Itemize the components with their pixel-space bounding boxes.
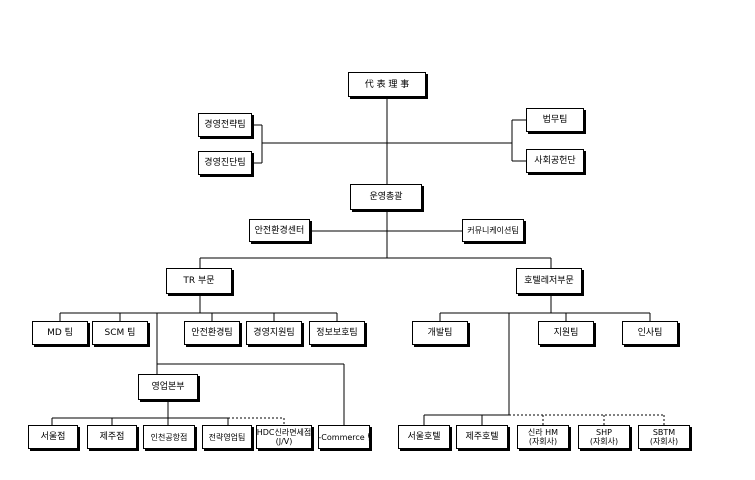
safety-env-team-box: 안전환경팀 bbox=[184, 321, 240, 345]
overseas-sales-team-box: 전략영업팀 bbox=[202, 425, 252, 449]
hotel-leisure-division-box: 호텔레저부문 bbox=[516, 268, 582, 294]
hr-team-box: 인사팀 bbox=[622, 321, 678, 345]
support-team-box: 지원팀 bbox=[538, 321, 594, 345]
jeju-hotel-box: 제주호텔 bbox=[456, 425, 508, 449]
shilla-hm-box: 신라 HM (자회사) bbox=[517, 425, 569, 449]
legal-team-box: 법무팀 bbox=[526, 108, 584, 132]
development-team-box: 개발팀 bbox=[412, 321, 468, 345]
strategy-team-box: 경영전략팀 bbox=[198, 113, 252, 137]
hdc-jv-box: HDC신라면세점 (J/V) bbox=[256, 425, 312, 449]
ecommerce-team-box: E-Commerce 팀 bbox=[318, 425, 370, 449]
operations-head-box: 운영총괄 bbox=[350, 184, 422, 210]
seoul-hotel-box: 서울호텔 bbox=[398, 425, 450, 449]
communication-team-box: 커뮤니케이션팀 bbox=[462, 219, 524, 242]
jeju-store-box: 제주점 bbox=[87, 425, 137, 449]
md-team-box: MD 팀 bbox=[32, 321, 88, 345]
mgmt-support-team-box: 경영지원팀 bbox=[246, 321, 302, 345]
info-security-team-box: 정보보호팀 bbox=[309, 321, 365, 345]
shp-box: SHP (자회사) bbox=[578, 425, 630, 449]
tr-division-box: TR 부문 bbox=[166, 268, 232, 294]
sbtm-box: SBTM (자회사) bbox=[638, 425, 690, 449]
social-contribution-box: 사회공헌단 bbox=[526, 149, 584, 173]
sales-hq-box: 영업본부 bbox=[138, 374, 198, 400]
diagnosis-team-box: 경영진단팀 bbox=[198, 151, 252, 175]
safety-env-center-box: 안전환경센터 bbox=[249, 219, 310, 242]
ceo-box: 代 表 理 事 bbox=[348, 72, 426, 97]
scm-team-box: SCM 팀 bbox=[92, 321, 148, 345]
seoul-store-box: 서울점 bbox=[28, 425, 78, 449]
incheon-airport-store-box: 인천공항점 bbox=[143, 425, 195, 449]
